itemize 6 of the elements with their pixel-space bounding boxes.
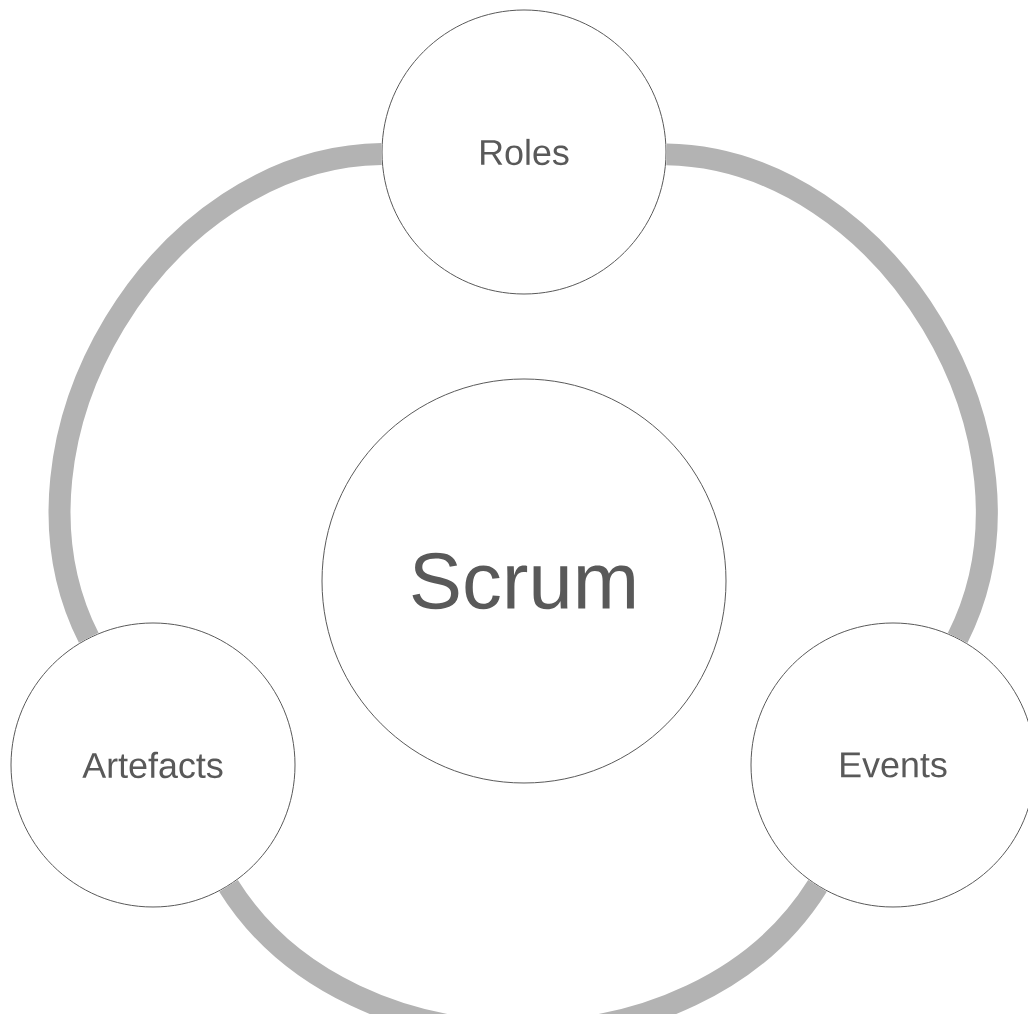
ring-arc	[49, 143, 383, 642]
circle-node: Scrum	[321, 378, 727, 784]
circle-node: Roles	[381, 9, 667, 295]
ring-arc	[219, 879, 827, 1014]
ring-arc	[665, 143, 997, 642]
circle-node: Artefacts	[10, 622, 296, 908]
